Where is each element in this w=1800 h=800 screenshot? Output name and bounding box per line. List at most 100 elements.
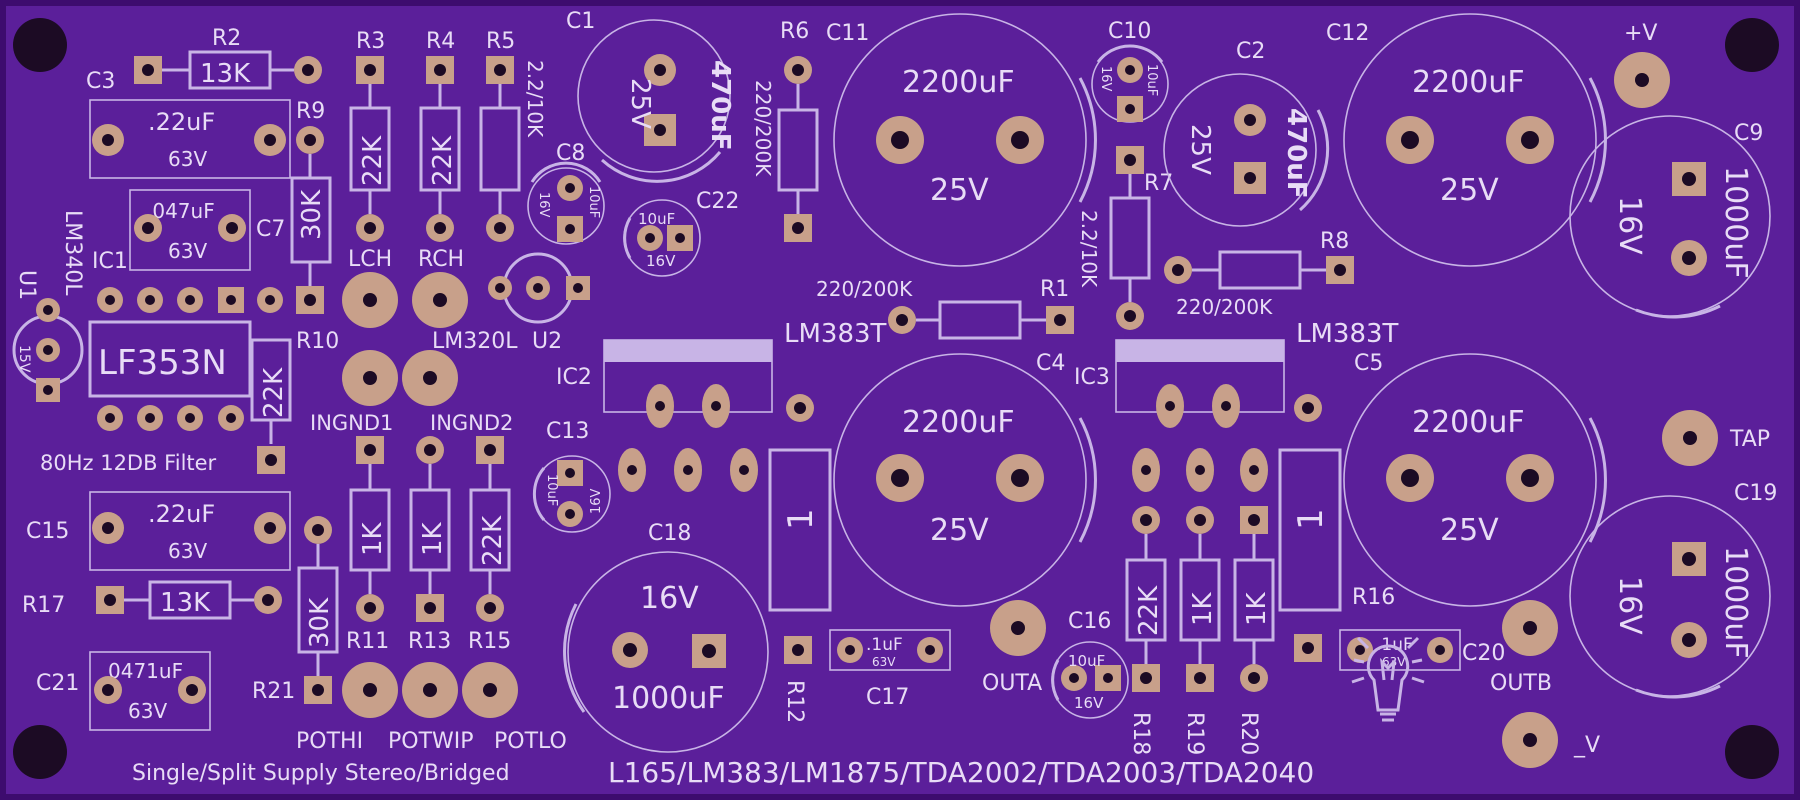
subtitle: Single/Split Supply Stereo/Bridged (132, 761, 510, 786)
capacitor-c11: 2200uF 25V (833, 13, 1097, 267)
connector-pads (342, 272, 468, 406)
c4-voltage: 25V (930, 513, 989, 548)
r21-value: 30K (305, 597, 335, 648)
c15-value: .22uF (148, 500, 215, 528)
regulator-u2 (488, 252, 590, 324)
r2-value: 13K (200, 59, 251, 89)
potlo-label: POTLO (494, 729, 567, 754)
resistor-r2: R2 13K (134, 26, 322, 90)
c9-value: 1000uF (1718, 166, 1753, 279)
r17-label: R17 (22, 593, 65, 618)
lch-label: LCH (348, 247, 392, 272)
r16-value: 1 (1291, 508, 1331, 530)
resistor-r4: R4 22K (419, 29, 461, 242)
capacitor-c18: 16V 1000uF (563, 551, 769, 753)
c18-voltage: 16V (640, 581, 699, 616)
r3-label: R3 (356, 29, 385, 54)
r6-value: 220/200K (751, 80, 775, 177)
c2-value: 470uF (1281, 108, 1311, 199)
c7-label: C7 (256, 217, 285, 242)
resistor-r18: 22K R18 (1125, 506, 1167, 755)
r10-label: R10 (296, 329, 339, 354)
c10-voltage: 16V (1098, 66, 1113, 92)
c19-label: C19 (1734, 481, 1777, 506)
c1-label: C1 (566, 9, 595, 34)
r3-value: 22K (358, 135, 388, 186)
c13-label: C13 (546, 419, 589, 444)
c5-voltage: 25V (1440, 513, 1499, 548)
capacitor-c19: 1000uF 16V (1569, 495, 1771, 699)
c19-value: 1000uF (1718, 546, 1753, 659)
c21-label: C21 (36, 671, 79, 696)
ic2-lm383 (603, 339, 814, 492)
capacitor-c1: 470uF 25V (577, 19, 735, 183)
c2-label: C2 (1236, 39, 1265, 64)
c15-label: C15 (26, 519, 69, 544)
resistor-r17: 13K (96, 580, 282, 620)
mounting-hole (1725, 725, 1779, 779)
lm320l-label: LM320L (432, 329, 518, 354)
r20-label: R20 (1236, 712, 1261, 755)
c19-voltage: 16V (1612, 576, 1647, 635)
r1-label: R1 (1040, 277, 1069, 302)
c7-voltage: 63V (168, 239, 207, 263)
r19-label: R19 (1182, 712, 1207, 755)
r11-label: R11 (346, 629, 389, 654)
c16-label: C16 (1068, 609, 1111, 634)
resistor-r10: 22K (250, 338, 292, 474)
capacitor-c7: .047uF 63V C7 (129, 189, 285, 271)
resistor-r6: R6 220/200K (751, 19, 819, 242)
c18-value: 1000uF (612, 681, 725, 716)
resistor-r9: R9 30K R10 (290, 99, 339, 354)
tap-label: TAP (1729, 427, 1770, 452)
r12-label: R12 (782, 680, 807, 723)
resistor-r21: 30K R21 (252, 516, 339, 704)
resistor-r16: 1 R16 (1278, 448, 1395, 662)
resistor-r8: R8 220/200K (1164, 229, 1354, 319)
ingnd1-label: INGND1 (310, 411, 393, 435)
c12-label: C12 (1326, 21, 1369, 46)
resistor-r3: R3 22K (349, 29, 391, 242)
r13-value: 1K (418, 521, 448, 556)
resistor-r20: 1K R20 (1233, 506, 1275, 755)
lm383-b-label: LM383T (1296, 319, 1399, 349)
r4-label: R4 (426, 29, 455, 54)
regulator-u1: 15V (12, 298, 84, 402)
r7-value: 2.2/10K (1077, 210, 1101, 288)
c11-value: 2200uF (902, 65, 1015, 100)
capacitor-c4: 2200uF 25V (833, 353, 1097, 607)
r11-value: 1K (358, 521, 388, 556)
c4-label: C4 (1036, 351, 1065, 376)
c13-value: 10uF (544, 474, 559, 506)
resistor-r12: 1 R12 (768, 448, 832, 723)
outa-label: OUTA (982, 671, 1042, 696)
resistor-r15: 22K R15 (468, 436, 511, 654)
capacitor-c9: 1000uF 16V (1569, 115, 1771, 319)
c1-voltage: 25V (625, 78, 655, 129)
c20-label: C20 (1462, 641, 1505, 666)
resistor-r19: 1K R19 (1179, 506, 1221, 755)
vminus-label: _V (1573, 733, 1600, 758)
u1-label: U1 (14, 270, 39, 300)
ic3-label: IC3 (1074, 365, 1110, 390)
r12-value: 1 (781, 508, 821, 530)
c16-voltage: 16V (1074, 694, 1104, 712)
r5-value: 2.2/10K (523, 60, 547, 138)
capacitor-c15: .22uF 63V (89, 491, 291, 571)
c20-value: .1uF (1376, 635, 1413, 655)
capacitor-c5: 2200uF 25V (1343, 353, 1607, 607)
mounting-holes (13, 18, 1779, 779)
bottom-text: L165/LM383/LM1875/TDA2002/TDA2003/TDA204… (608, 756, 1314, 789)
c9-label: C9 (1734, 121, 1763, 146)
capacitor-c22: 10uF 16V C22 (623, 189, 739, 277)
resistor-r7: R7 2.2/10K (1077, 146, 1173, 330)
ic1-label: IC1 (92, 249, 128, 274)
ic3-lm383 (1115, 339, 1322, 492)
r5-label: R5 (486, 29, 515, 54)
c8-voltage: 16V (536, 192, 551, 218)
c11-label: C11 (826, 21, 869, 46)
r6-label: R6 (780, 19, 809, 44)
pot-pads (342, 662, 518, 718)
r8-label: R8 (1320, 229, 1349, 254)
